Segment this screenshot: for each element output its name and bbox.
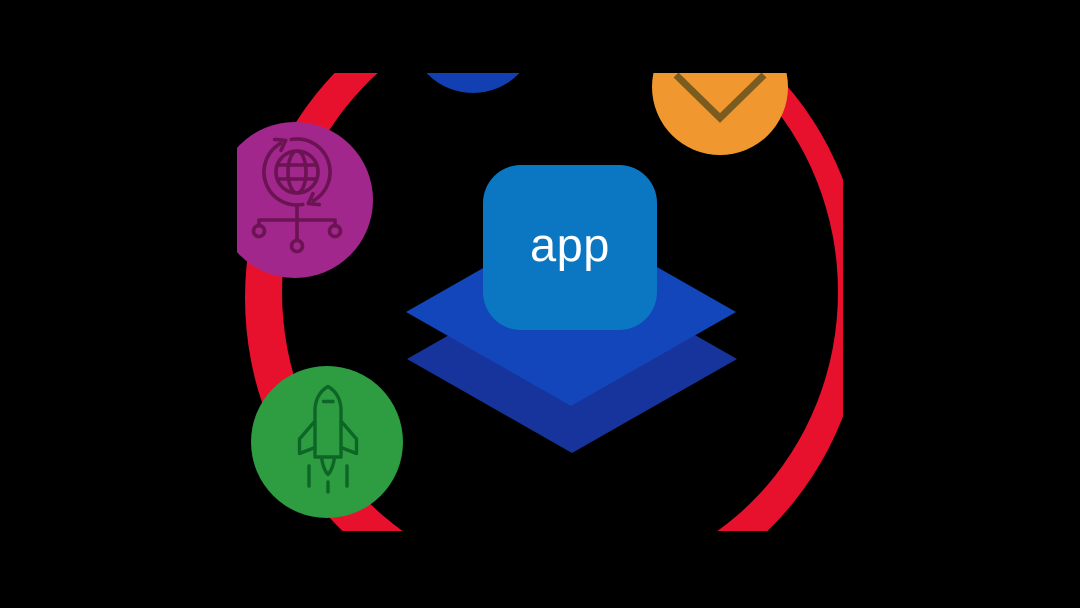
green-circle <box>251 366 403 518</box>
app-label: app <box>530 218 610 271</box>
rocket-launch-icon <box>297 384 359 494</box>
purple-circle <box>237 122 373 278</box>
chevron-down-icon <box>673 73 767 123</box>
globe-sync-network-icon <box>251 137 343 254</box>
purple-circle-badge <box>237 122 373 278</box>
app-box-background <box>483 165 657 330</box>
blue-circle-badge <box>426 73 520 93</box>
orange-circle-badge <box>652 73 788 155</box>
green-circle-badge <box>251 366 403 518</box>
app-box: app <box>483 165 657 330</box>
